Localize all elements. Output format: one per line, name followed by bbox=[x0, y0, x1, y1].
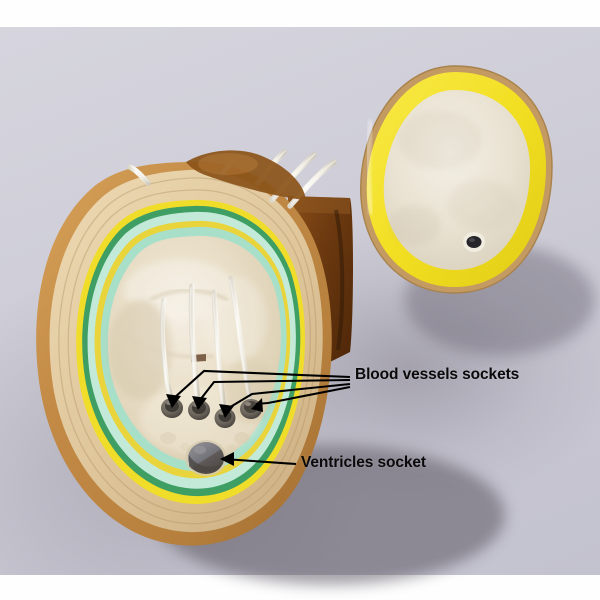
arrowhead-blood-3 bbox=[219, 404, 234, 418]
arrowhead-ventricle-1 bbox=[220, 452, 234, 466]
calvaria-vessel-hole bbox=[463, 232, 485, 252]
specimen-calvaria bbox=[360, 65, 553, 294]
leader-blood-1 bbox=[173, 369, 351, 399]
leader-blood-3 bbox=[226, 382, 351, 410]
specimen-cranial-base bbox=[36, 149, 337, 546]
leader-ventricle-1 bbox=[223, 457, 297, 466]
calvaria-texture bbox=[389, 110, 516, 245]
annotation-label-ventricles-socket: Ventricles socket bbox=[301, 454, 426, 471]
internal-vessel-tubes bbox=[159, 275, 253, 411]
cavity-dimples bbox=[160, 432, 250, 453]
leader-blood-2 bbox=[199, 378, 351, 401]
arrowhead-blood-2 bbox=[192, 396, 207, 410]
bone-contour-lines bbox=[58, 177, 317, 525]
cavity-texture bbox=[108, 260, 276, 454]
ventricle-socket bbox=[185, 440, 227, 476]
annotation-leader-lines bbox=[173, 369, 351, 466]
arrowhead-blood-4 bbox=[251, 398, 263, 412]
annotation-arrowheads bbox=[166, 394, 263, 466]
internal-vessel-tubes-highlight bbox=[161, 279, 250, 407]
top-white-border bbox=[0, 0, 600, 27]
calvaria-rim-highlight bbox=[364, 119, 376, 215]
arrowhead-blood-1 bbox=[166, 394, 181, 408]
superior-bump-highlight bbox=[198, 153, 258, 175]
annotation-label-blood-vessels-sockets: Blood vessels sockets bbox=[355, 366, 520, 383]
